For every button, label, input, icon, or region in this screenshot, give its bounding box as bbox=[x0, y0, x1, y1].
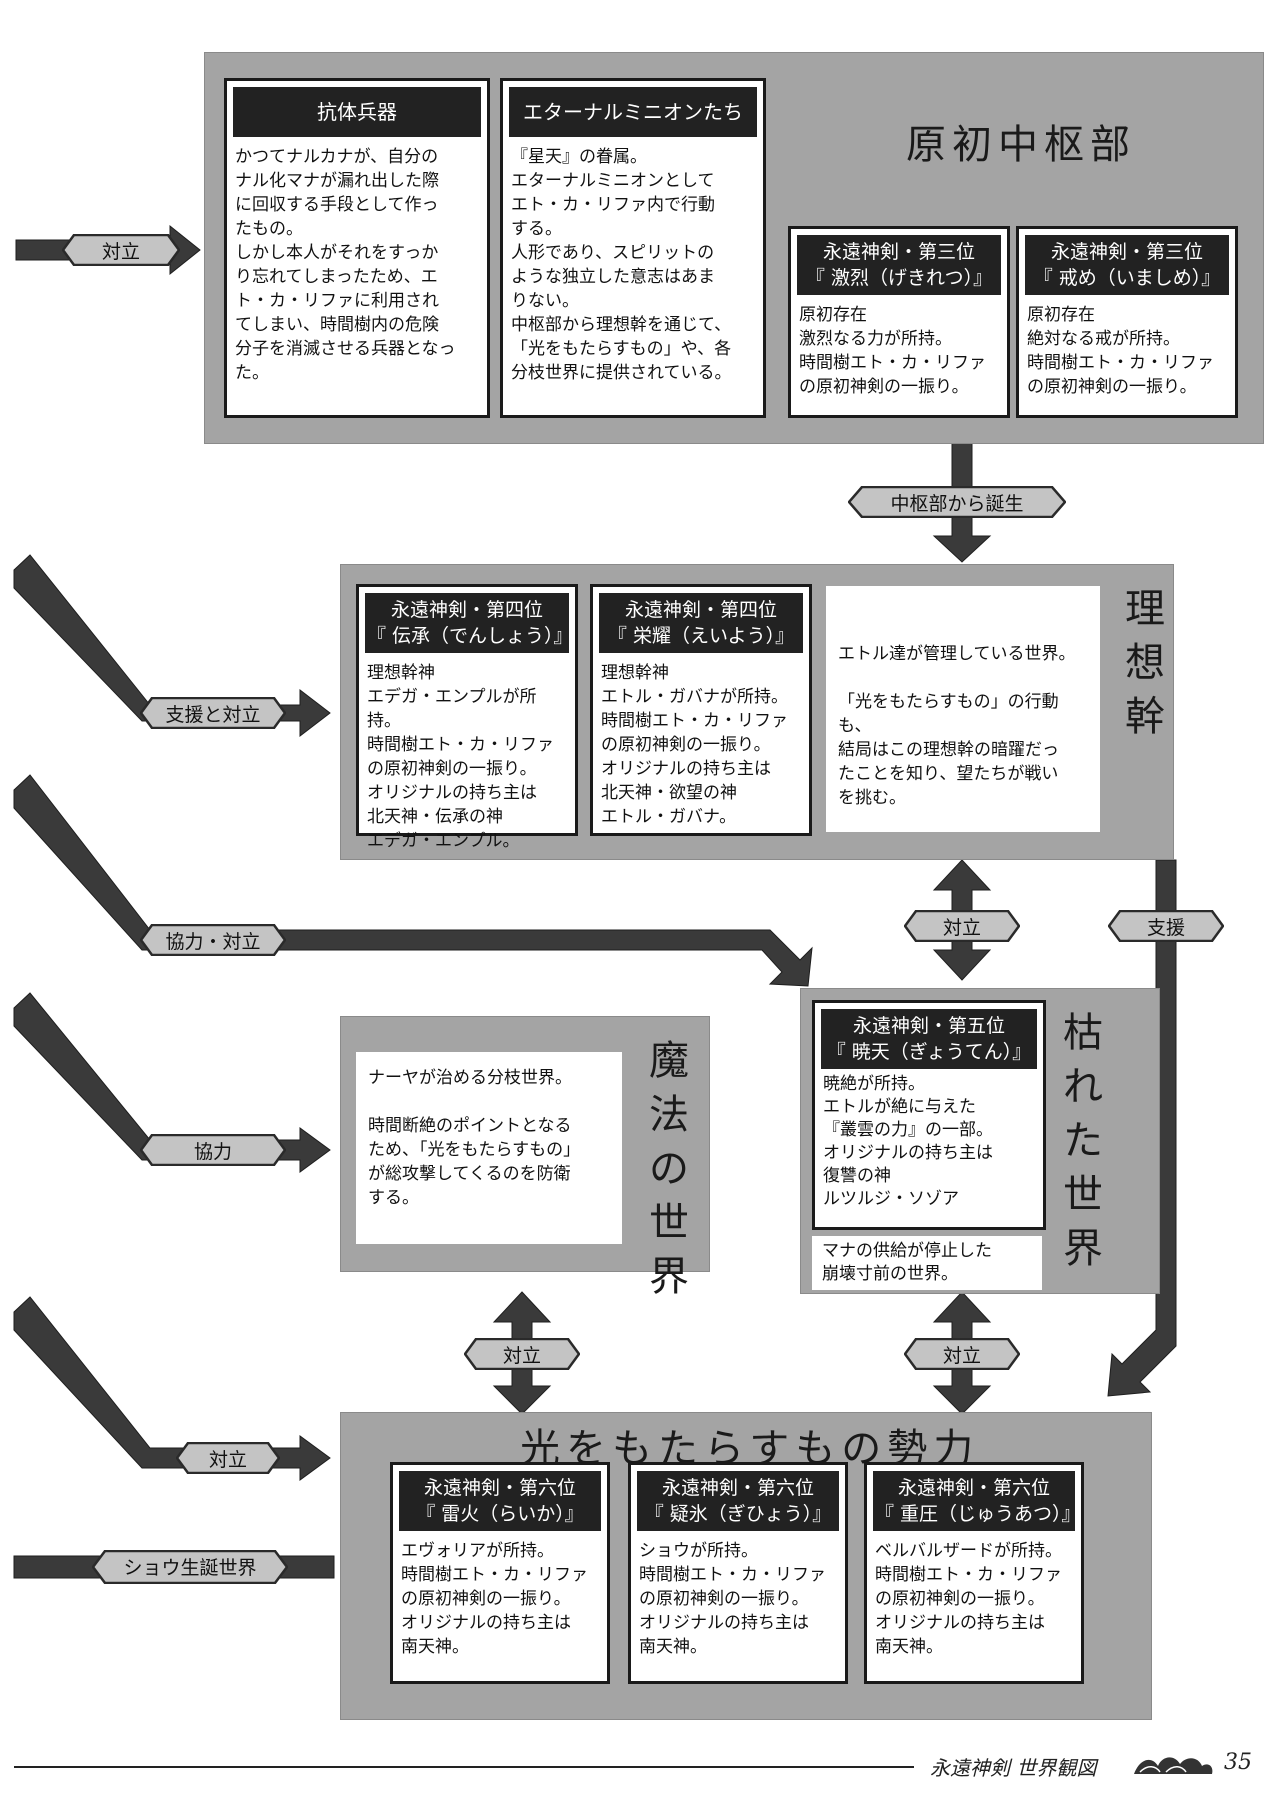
card-head: 永遠神剣・第六位 『 重圧（じゅうあつ）』 bbox=[873, 1471, 1081, 1531]
tag-label: 支援と対立 bbox=[165, 703, 261, 726]
tag-label: ショウ生誕世界 bbox=[123, 1556, 257, 1579]
card-sword-imashime: 永遠神剣・第三位 『 戒め（いましめ）』 原初存在 絶対なる戒が所持。 時間樹エ… bbox=[1016, 226, 1238, 418]
card-head-line2: 『 激烈（げきれつ）』 bbox=[805, 267, 993, 289]
tag-left-to-light: 対立 bbox=[176, 1442, 280, 1474]
card-head: 永遠神剣・第五位 『 暁天（ぎょうてん）』 bbox=[821, 1009, 1037, 1069]
tag-label: 対立 bbox=[942, 1344, 981, 1367]
card-head: 永遠神剣・第六位 『 疑氷（ぎひょう）』 bbox=[637, 1471, 839, 1531]
card-sword-densho: 永遠神剣・第四位 『 伝承（でんしょう）』 理想幹神 エデガ・エンプルが所持。 … bbox=[356, 584, 578, 851]
card-head-line2: 『 栄耀（えいよう）』 bbox=[607, 625, 795, 647]
card-head-line1: 永遠神剣・第三位 bbox=[822, 241, 975, 263]
section-magic-world-title: 魔法の世界 bbox=[649, 1038, 689, 1300]
card-head: 永遠神剣・第三位 『 戒め（いましめ）』 bbox=[1025, 235, 1229, 295]
tag-label: 協力 bbox=[193, 1140, 232, 1163]
card-sword-gekiretsu: 永遠神剣・第三位 『 激烈（げきれつ）』 原初存在 激烈なる力が所持。 時間樹エ… bbox=[788, 226, 1010, 418]
card-head-line2: 『 重圧（じゅうあつ）』 bbox=[875, 1503, 1081, 1525]
section-ideal-trunk-title: 理想幹 bbox=[1125, 586, 1165, 740]
card-sword-gyoten: 永遠神剣・第五位 『 暁天（ぎょうてん）』 暁絶が所持。 エトルが絶に与えた 『… bbox=[812, 1000, 1046, 1230]
card-head-line1: 永遠神剣・第六位 bbox=[661, 1477, 814, 1499]
card-head: 永遠神剣・第六位 『 雷火（らいか）』 bbox=[399, 1471, 601, 1531]
card-head: エターナルミニオンたち bbox=[509, 87, 757, 137]
card-sword-gihyo: 永遠神剣・第六位 『 疑氷（ぎひょう）』 ショウが所持。 時間樹エト・カ・リファ… bbox=[628, 1462, 848, 1684]
tag-left-to-trunk: 支援と対立 bbox=[140, 697, 286, 729]
tag-left-to-core: 対立 bbox=[62, 234, 180, 266]
arrow-left-to-magic bbox=[13, 992, 331, 1173]
tag-label: 対立 bbox=[101, 240, 140, 263]
tag-label: 対立 bbox=[942, 916, 981, 939]
tag-label: 対立 bbox=[502, 1344, 541, 1367]
tag-core-to-trunk: 中枢部から誕生 bbox=[848, 486, 1066, 518]
footer-title: 永遠神剣 世界観図 bbox=[930, 1756, 1097, 1780]
card-body: ショウが所持。 時間樹エト・カ・リファ の原初神剣の一振り。 オリジナルの持ち主… bbox=[639, 1541, 826, 1657]
arrow-left-to-trunk bbox=[13, 554, 331, 738]
card-sword-juatsu: 永遠神剣・第六位 『 重圧（じゅうあつ）』 ベルバルザードが所持。 時間樹エト・… bbox=[864, 1462, 1084, 1684]
card-sword-raika: 永遠神剣・第六位 『 雷火（らいか）』 エヴォリアが所持。 時間樹エト・カ・リフ… bbox=[390, 1462, 610, 1684]
tag-sho-birth-world: ショウ生誕世界 bbox=[92, 1550, 288, 1584]
tag-magic-light: 対立 bbox=[464, 1338, 580, 1370]
card-head: 永遠神剣・第三位 『 激烈（げきれつ）』 bbox=[797, 235, 1001, 295]
card-head-line1: 永遠神剣・第四位 bbox=[390, 599, 543, 621]
section-withered-world-title: 枯れた世界 bbox=[1063, 1010, 1103, 1272]
footer-rule bbox=[14, 1766, 914, 1768]
card-head-line2: 『 疑氷（ぎひょう）』 bbox=[644, 1503, 832, 1525]
card-body: 原初存在 絶対なる戒が所持。 時間樹エト・カ・リファ の原初神剣の一振り。 bbox=[1027, 305, 1214, 397]
card-head-line1: 永遠神剣・第六位 bbox=[897, 1477, 1050, 1499]
card-body: エヴォリアが所持。 時間樹エト・カ・リファ の原初神剣の一振り。 オリジナルの持… bbox=[401, 1541, 588, 1657]
card-antibody-weapon: 抗体兵器 かつてナルカナが、自分の ナル化マナが漏れ出した際 に回収する手段とし… bbox=[224, 78, 490, 418]
card-body: 理想幹神 エトル・ガバナが所持。 時間樹エト・カ・リファ の原初神剣の一振り。 … bbox=[601, 663, 788, 827]
card-body: 理想幹神 エデガ・エンプルが所持。 時間樹エト・カ・リファ の原初神剣の一振り。… bbox=[367, 663, 554, 851]
card-head: 永遠神剣・第四位 『 伝承（でんしょう）』 bbox=[365, 593, 573, 653]
page-number: 35 bbox=[1224, 1750, 1252, 1775]
tag-label: 協力・対立 bbox=[165, 930, 261, 953]
card-body: かつてナルカナが、自分の ナル化マナが漏れ出した際 に回収する手段として作っ た… bbox=[235, 147, 456, 383]
card-head: 永遠神剣・第四位 『 栄耀（えいよう）』 bbox=[599, 593, 803, 653]
ornament-icon bbox=[1134, 1757, 1213, 1774]
card-head-line1: 永遠神剣・第五位 bbox=[852, 1015, 1005, 1037]
ideal-trunk-description: エトル達が管理している世界。 「光をもたらすもの」の行動も、 結局はこの理想幹の… bbox=[826, 586, 1100, 832]
card-head: 抗体兵器 bbox=[233, 87, 481, 137]
tag-label: 対立 bbox=[208, 1448, 247, 1471]
tag-left-to-magic: 協力 bbox=[140, 1134, 286, 1166]
tag-trunk-to-light: 支援 bbox=[1108, 910, 1224, 942]
card-head-line2: 『 雷火（らいか）』 bbox=[416, 1503, 584, 1525]
card-head-line2: 『 戒め（いましめ）』 bbox=[1033, 267, 1221, 289]
arrow-left-to-light bbox=[13, 1296, 331, 1481]
card-sword-eiyo: 永遠神剣・第四位 『 栄耀（えいよう）』 理想幹神 エトル・ガバナが所持。 時間… bbox=[590, 584, 812, 836]
card-head-line1: 永遠神剣・第三位 bbox=[1050, 241, 1203, 263]
section-core-title: 原初中枢部 bbox=[906, 122, 1136, 168]
tag-withered-light: 対立 bbox=[904, 1338, 1020, 1370]
card-head-line2: 『 伝承（でんしょう）』 bbox=[367, 625, 573, 647]
tag-label: 支援 bbox=[1146, 916, 1185, 939]
card-head-line2: 『 暁天（ぎょうてん）』 bbox=[826, 1041, 1032, 1063]
card-head-line1: 永遠神剣・第六位 bbox=[423, 1477, 576, 1499]
card-head-line1: 永遠神剣・第四位 bbox=[624, 599, 777, 621]
tag-trunk-withered: 対立 bbox=[904, 910, 1020, 942]
card-body: ベルバルザードが所持。 時間樹エト・カ・リファ の原初神剣の一振り。 オリジナル… bbox=[875, 1541, 1062, 1657]
tag-label: 中枢部から誕生 bbox=[890, 492, 1024, 515]
card-body: 暁絶が所持。 エトルが絶に与えた 『叢雲の力』の一部。 オリジナルの持ち主は 復… bbox=[823, 1074, 993, 1209]
tag-left-to-withered: 協力・対立 bbox=[140, 924, 286, 956]
card-body: 『星天』の眷属。 エターナルミニオンとして エト・カ・リファ内で行動 する。 人… bbox=[511, 147, 732, 383]
card-body: 原初存在 激烈なる力が所持。 時間樹エト・カ・リファ の原初神剣の一振り。 bbox=[799, 305, 986, 397]
card-eternal-minions: エターナルミニオンたち 『星天』の眷属。 エターナルミニオンとして エト・カ・リ… bbox=[500, 78, 766, 418]
magic-world-description: ナーヤが治める分枝世界。 時間断絶のポイントとなる ため、「光をもたらすもの」 … bbox=[356, 1052, 622, 1244]
withered-world-description: マナの供給が停止した 崩壊寸前の世界。 bbox=[812, 1236, 1042, 1290]
